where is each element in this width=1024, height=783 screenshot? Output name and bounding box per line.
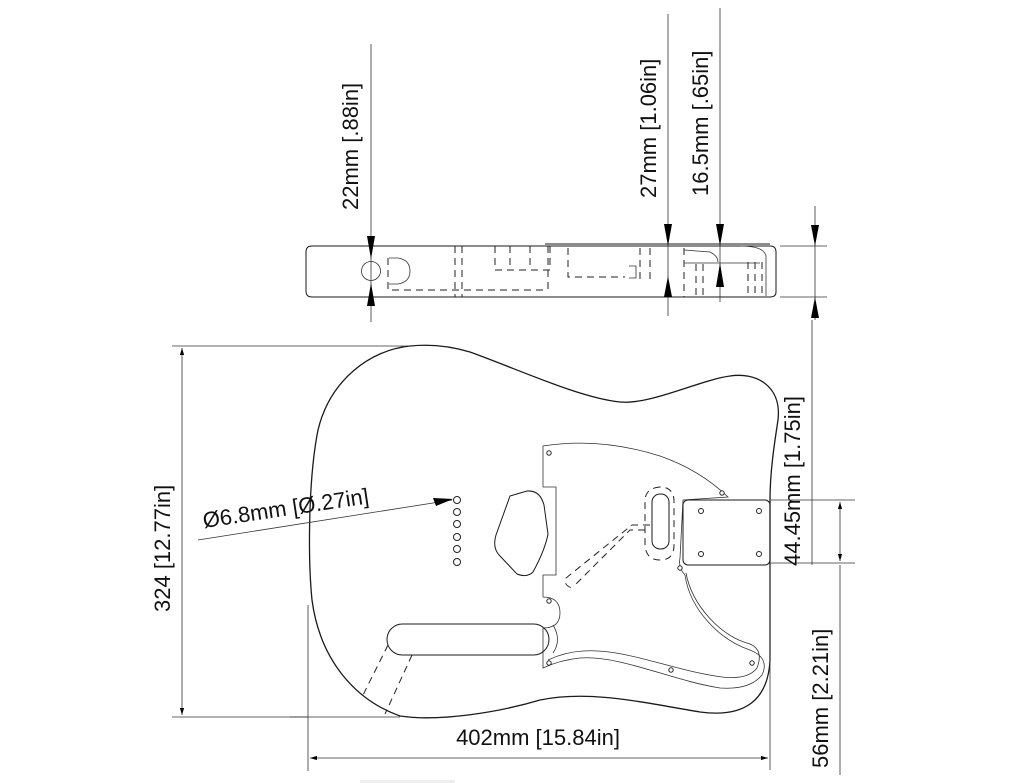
hole-diameter-label: Ø6.8mm [Ø.27in] — [201, 483, 370, 532]
side-body-outline — [305, 245, 777, 298]
side-thickness-extension — [780, 206, 827, 320]
body-thickness-dimension: 27mm [1.06in] — [636, 14, 672, 316]
jack-bore-dimension: 22mm [.88in] — [338, 44, 375, 322]
control-cavity — [494, 490, 549, 577]
body-height-dimension: 324 [12.77in] — [150, 345, 410, 718]
jack-bore-label: 22mm [.88in] — [338, 83, 363, 210]
pickguard-outline — [542, 442, 765, 689]
neck-pocket-depth-dimension: 16.5mm [.65in] — [688, 8, 724, 302]
body-length-label: 402mm [15.84in] — [456, 725, 620, 750]
hole-diameter-leader: Ø6.8mm [Ø.27in] — [197, 483, 453, 541]
side-view — [305, 243, 777, 298]
neck-pocket-length-label: 56mm [2.21in] — [808, 629, 833, 768]
neck-pocket-depth-label: 16.5mm [.65in] — [688, 50, 713, 196]
neck-pocket-width-dimension: 44.45mm [1.75in] — [771, 320, 855, 566]
body-height-label: 324 [12.77in] — [150, 485, 175, 612]
body-thickness-label: 27mm [1.06in] — [636, 59, 661, 198]
neck-pickup — [651, 493, 670, 550]
neck-pocket-width-label: 44.45mm [1.75in] — [780, 396, 805, 566]
neck-plate — [682, 499, 771, 566]
body-length-dimension: 402mm [15.84in] — [290, 605, 768, 771]
top-view — [308, 344, 779, 719]
string-holes — [453, 496, 461, 566]
body-outline — [308, 344, 779, 719]
neck-pocket-length-dimension: 56mm [2.21in] — [769, 565, 841, 775]
bridge-pickup — [386, 623, 550, 656]
